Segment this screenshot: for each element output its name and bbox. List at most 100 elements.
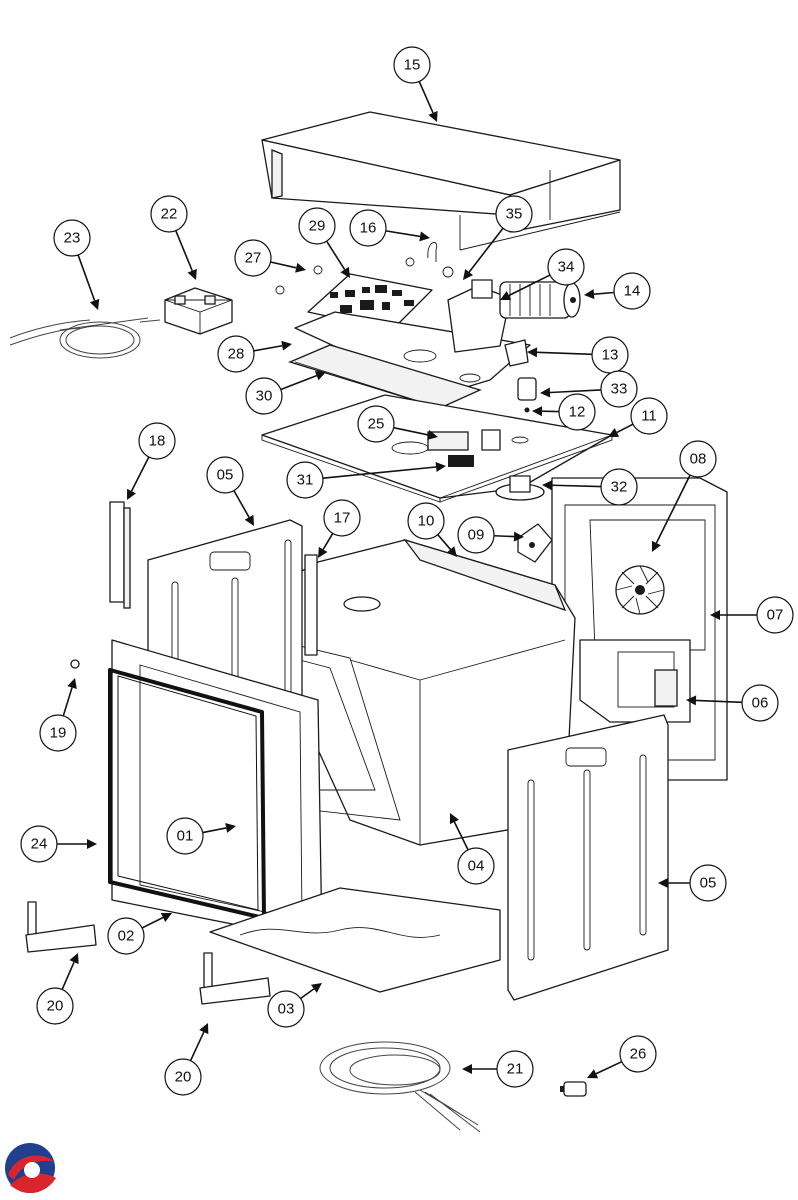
- callout-leader-line: [270, 261, 297, 269]
- callout-arrowhead: [87, 839, 97, 849]
- callout-32: 32: [542, 468, 638, 506]
- hinge-bracket-part: [109, 501, 318, 656]
- callout-circle: [558, 393, 596, 431]
- callout-arrowhead: [449, 813, 459, 825]
- callout-label: 35: [506, 206, 523, 223]
- rear-bracket-part: [579, 639, 691, 723]
- callout-20: 20: [164, 1023, 209, 1096]
- callout-label: 03: [278, 1001, 295, 1018]
- callout-circle: [756, 596, 794, 634]
- callout-leader-line: [393, 426, 429, 436]
- callout-label: 20: [175, 1069, 192, 1086]
- callout-circle: [107, 917, 145, 955]
- callout-arrowhead: [542, 480, 553, 491]
- screw-part: [70, 659, 80, 669]
- callout-arrowhead: [686, 695, 697, 706]
- callout-circle: [323, 499, 361, 537]
- callout-31: 31: [286, 461, 446, 499]
- callout-leader-line: [189, 1031, 205, 1062]
- callout-05: 05: [206, 456, 254, 526]
- callout-label: 30: [256, 388, 273, 405]
- fan-bracket-part: [504, 339, 537, 413]
- convection-fan-motor-part: [447, 279, 581, 353]
- callout-circle: [349, 209, 387, 247]
- callout-circle: [689, 864, 727, 902]
- callout-label: 33: [611, 381, 628, 398]
- callout-arrowhead: [500, 291, 512, 300]
- callout-02: 02: [107, 913, 172, 955]
- callout-arrowhead: [584, 289, 595, 300]
- callout-label: 04: [468, 858, 485, 875]
- callout-label: 02: [118, 928, 135, 945]
- callout-label: 08: [690, 451, 707, 468]
- callout-circle: [286, 461, 324, 499]
- callout-label: 12: [569, 404, 586, 421]
- callout-label: 21: [507, 1061, 524, 1078]
- callout-07: 07: [710, 596, 794, 634]
- callout-arrowhead: [225, 823, 236, 833]
- callout-leader-line: [655, 474, 691, 544]
- callout-13: 13: [527, 336, 629, 374]
- callout-arrowhead: [244, 514, 254, 526]
- callout-19: 19: [39, 678, 77, 752]
- callout-label: 05: [700, 875, 717, 892]
- callout-circle: [164, 1058, 202, 1096]
- callout-leader-line: [536, 351, 593, 356]
- callout-circle: [150, 195, 188, 233]
- callout-20: 20: [36, 953, 79, 1025]
- callout-arrowhead: [540, 387, 551, 398]
- callout-label: 18: [149, 433, 166, 450]
- callout-35: 35: [463, 195, 533, 280]
- callout-circle: [457, 847, 495, 885]
- callout-label: 16: [360, 220, 377, 237]
- callout-leader-line: [385, 230, 421, 238]
- callout-34: 34: [500, 248, 585, 300]
- callout-label: 31: [297, 472, 314, 489]
- plug-part: [560, 1081, 587, 1097]
- callout-08: 08: [651, 440, 717, 552]
- callout-label: 15: [404, 57, 421, 74]
- bottom-panel-part: [209, 887, 501, 993]
- callout-arrowhead: [710, 610, 720, 620]
- callout-circle: [600, 370, 638, 408]
- callout-leader-line: [322, 533, 334, 550]
- callout-29: 29: [298, 207, 350, 278]
- callout-leader-line: [77, 254, 96, 301]
- callout-label: 34: [558, 259, 575, 276]
- callout-circle: [600, 468, 638, 506]
- callout-label: 26: [630, 1046, 647, 1063]
- callout-leader-line: [616, 423, 634, 434]
- sensor-part: [517, 523, 553, 563]
- convection-fan-part: [615, 565, 665, 615]
- callout-arrowhead: [281, 340, 292, 351]
- callout-leader-line: [508, 274, 551, 297]
- callout-17: 17: [318, 499, 361, 558]
- callout-circle: [206, 456, 244, 494]
- callout-leader-line: [468, 227, 504, 273]
- callout-label: 11: [641, 408, 657, 425]
- callout-30: 30: [245, 370, 326, 415]
- callout-circle: [619, 1035, 657, 1073]
- callout-28: 28: [217, 335, 292, 373]
- callout-09: 09: [457, 516, 524, 554]
- callout-leader-line: [202, 827, 227, 834]
- callout-label: 07: [767, 607, 784, 624]
- callout-circle: [630, 397, 668, 435]
- callout-label: 22: [161, 206, 178, 223]
- callout-leader-line: [322, 466, 437, 480]
- callout-circle: [234, 239, 272, 277]
- light-socket-part: [495, 475, 545, 501]
- callout-arrowhead: [435, 462, 446, 472]
- oven-cavity-part: [221, 538, 576, 846]
- callout-leader-line: [437, 534, 452, 550]
- callout-14: 14: [584, 272, 651, 310]
- callout-18: 18: [127, 422, 176, 500]
- callout-label: 29: [309, 218, 326, 235]
- callout-leader-line: [61, 961, 75, 990]
- callout-arrowhead: [318, 546, 328, 558]
- top-plate-part: [261, 394, 613, 503]
- callout-leader-line: [593, 291, 615, 295]
- callout-label: 23: [64, 230, 81, 247]
- callout-arrowhead: [314, 370, 326, 381]
